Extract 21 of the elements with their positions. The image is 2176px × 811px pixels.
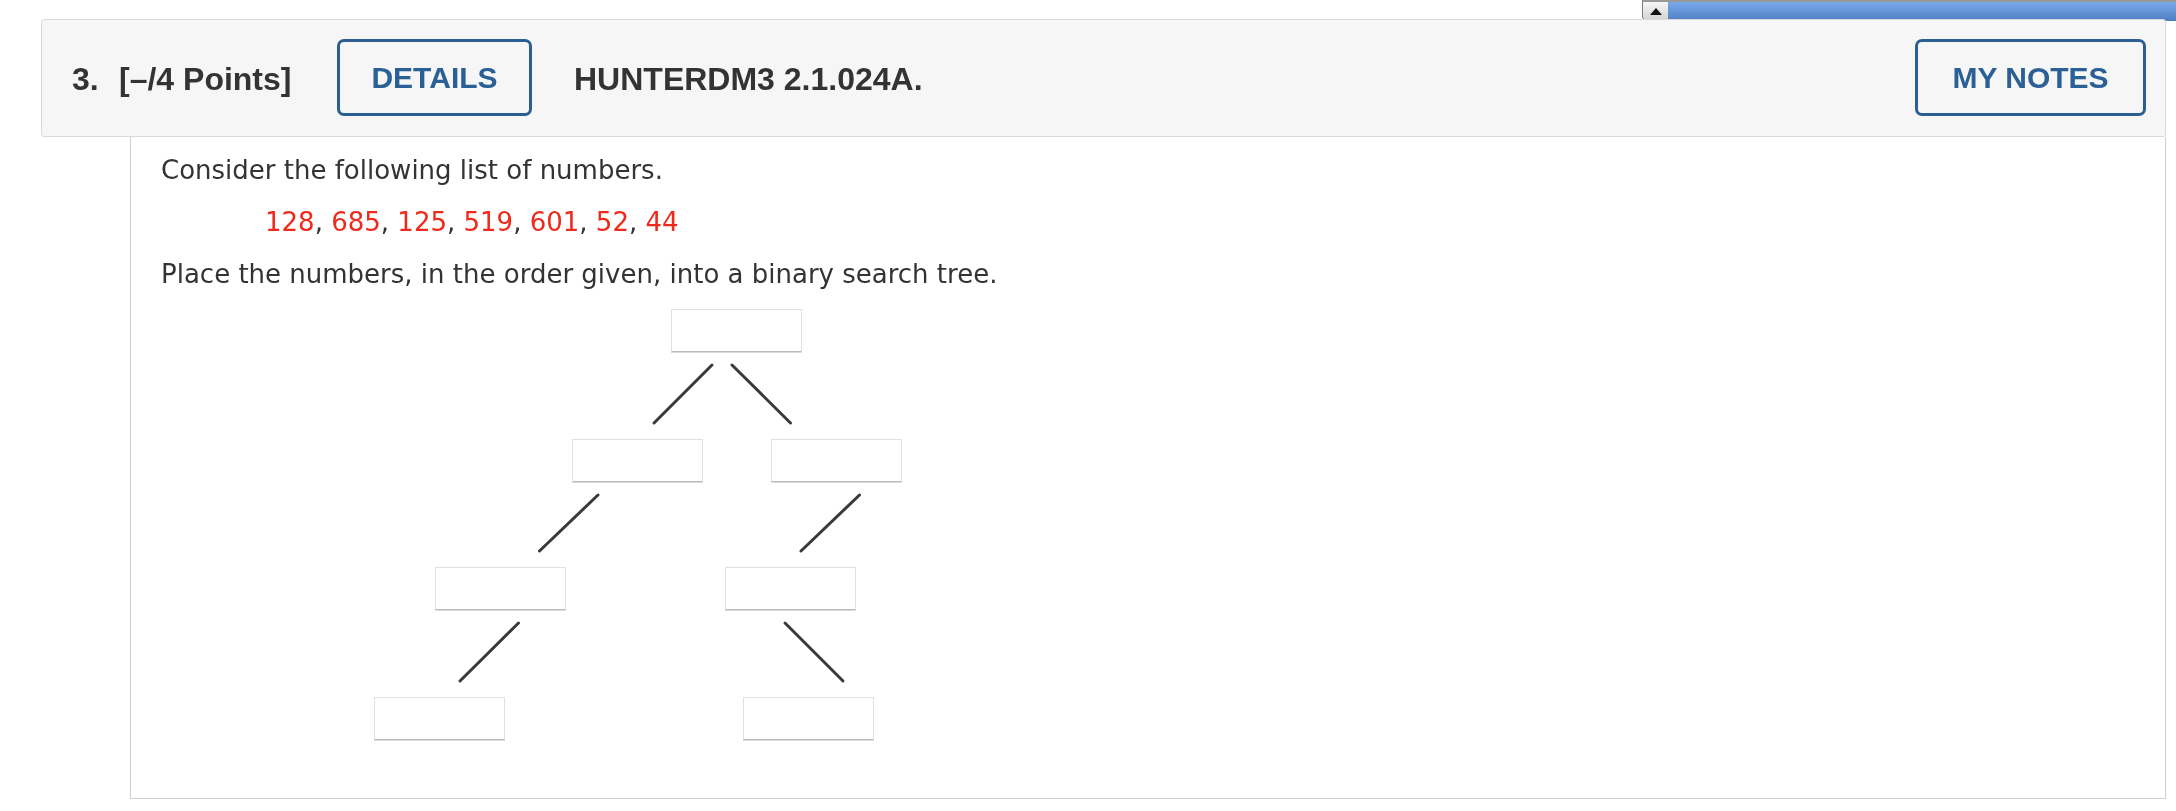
question-number: 3.: [72, 60, 99, 98]
instruction-text: Consider the following list of numbers.: [161, 154, 663, 186]
points-label: [–/4 Points]: [119, 60, 292, 98]
answer-box: [771, 439, 902, 482]
answer-box: [572, 439, 703, 482]
answer-box: [725, 567, 856, 610]
tree-edge-line: [652, 363, 714, 425]
answer-box: [743, 697, 874, 740]
answer-box: [671, 309, 802, 352]
tree-edge-line: [538, 493, 600, 553]
tree-edge-line: [458, 621, 520, 683]
details-button: DETAILS: [337, 39, 532, 116]
number-list: 128, 685, 125, 519, 601, 52, 44: [265, 206, 679, 238]
tree-edge-line: [783, 621, 845, 683]
instruction-text: Place the numbers, in the order given, into a binary search tree.: [161, 258, 998, 290]
question-code: HUNTERDM3 2.1.024A.: [574, 60, 923, 98]
tree-edge-line: [799, 493, 861, 553]
tree-edge-line: [730, 363, 792, 425]
answer-box: [435, 567, 566, 610]
answer-box: [374, 697, 505, 740]
my-notes-button: MY NOTES: [1915, 39, 2146, 116]
